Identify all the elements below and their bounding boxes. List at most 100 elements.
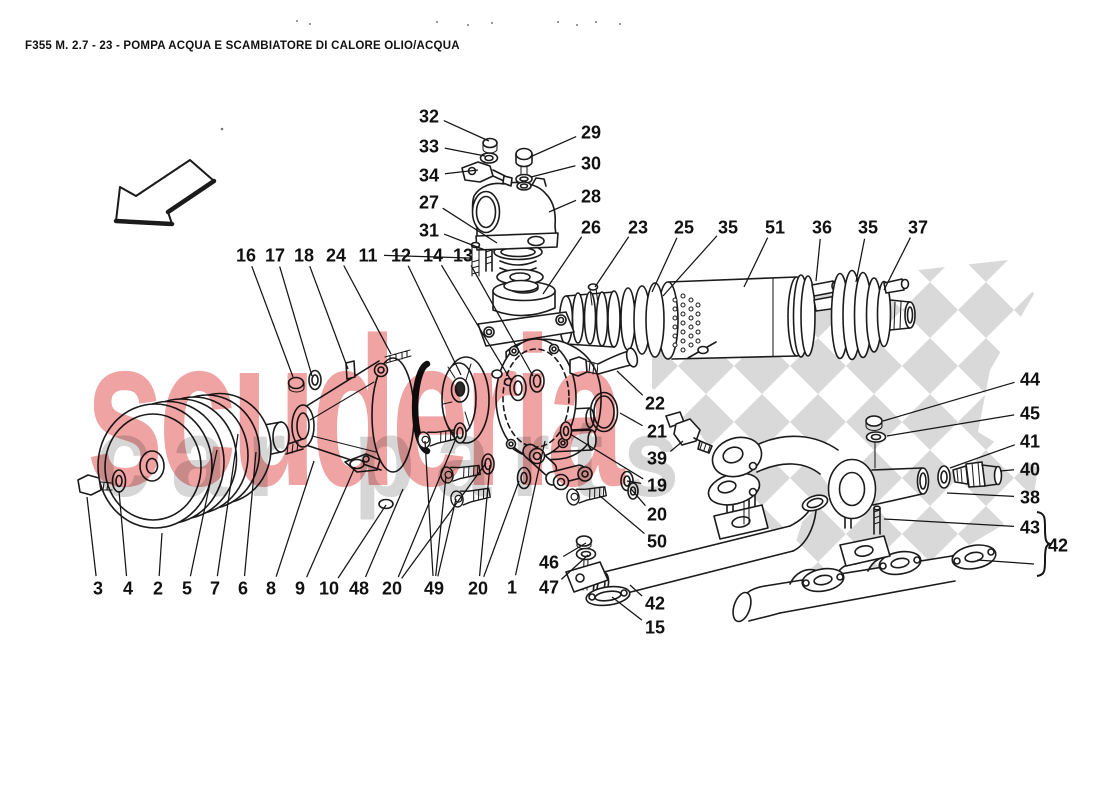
- callout-label-26: 26: [581, 218, 601, 238]
- leader-line-8: [275, 460, 315, 577]
- callout-label-35: 35: [858, 218, 878, 238]
- callout-label-31: 31: [419, 221, 439, 241]
- direction-arrow: [113, 159, 217, 227]
- leader-line-16: [251, 265, 294, 378]
- leader-line-4: [118, 490, 128, 577]
- leader-line-35: [855, 238, 866, 283]
- callout-label-40: 40: [1020, 460, 1040, 480]
- leader-line-29: [529, 135, 577, 158]
- callout-label-12: 12: [391, 246, 411, 266]
- callout-label-46: 46: [539, 553, 559, 573]
- callout-label-37: 37: [908, 218, 928, 238]
- studs-and-washers: [287, 241, 481, 393]
- callout-label-27: 27: [419, 193, 439, 213]
- pulley-assembly: [77, 392, 272, 529]
- callout-label-7: 7: [210, 579, 220, 599]
- callout-label-19: 19: [647, 476, 667, 496]
- leader-line-28: [548, 199, 577, 213]
- callout-label-21: 21: [647, 422, 667, 442]
- callout-label-47: 47: [539, 578, 559, 598]
- page-title: F355 M. 2.7 - 23 - POMPA ACQUA E SCAMBIA…: [25, 40, 460, 52]
- leader-line-20: [478, 464, 491, 577]
- leader-line-17: [279, 266, 313, 377]
- leader-line-5: [189, 449, 218, 577]
- sleeve-ring: [645, 282, 665, 358]
- leader-line-27: [442, 207, 498, 244]
- leader-line-44: [882, 381, 1015, 422]
- group-bracket-42: [1036, 511, 1052, 577]
- leader-line-21: [619, 412, 643, 427]
- scan-specks: [220, 20, 621, 131]
- leader-line-11: [383, 254, 471, 259]
- callout-label-49: 49: [424, 579, 444, 599]
- leader-line-2: [158, 532, 163, 577]
- pump-front-cover: [291, 357, 431, 510]
- leader-line-35: [662, 235, 718, 297]
- callout-label-17: 17: [265, 246, 285, 266]
- o-ring: [589, 391, 619, 433]
- callout-label-41: 41: [1020, 432, 1040, 452]
- callout-label-15: 15: [645, 618, 665, 638]
- leader-line-42: [976, 559, 1035, 565]
- callout-label-18: 18: [294, 246, 314, 266]
- callout-label-20: 20: [382, 579, 402, 599]
- leader-line-13: [470, 265, 534, 377]
- leader-line-39: [669, 440, 684, 452]
- callout-label-39: 39: [647, 449, 667, 469]
- callout-label-35: 35: [718, 218, 738, 238]
- leader-line-24: [343, 265, 392, 355]
- leader-line-49: [424, 440, 434, 577]
- leader-line-19: [569, 433, 644, 480]
- water-manifold-pipe-lower: [732, 499, 997, 623]
- heat-exchanger: [645, 269, 916, 361]
- callout-label-48: 48: [349, 579, 369, 599]
- leader-line-23: [594, 236, 630, 288]
- leader-line-49: [437, 498, 457, 577]
- leader-line-1: [514, 440, 546, 576]
- leader-line-26: [542, 236, 583, 295]
- elbow-fitting: [569, 347, 639, 377]
- leader-line-20: [630, 488, 646, 507]
- callout-label-1: 1: [507, 578, 517, 598]
- leader-line-20: [397, 435, 458, 578]
- leader-line-6: [243, 451, 257, 577]
- callout-label-30: 30: [581, 154, 601, 174]
- thermostat-housing-group: [461, 137, 559, 293]
- leader-line-43: [883, 518, 1015, 527]
- leader-line-19: [626, 480, 642, 485]
- callout-label-29: 29: [581, 123, 601, 143]
- callout-label-8: 8: [266, 579, 276, 599]
- callout-label-3: 3: [93, 579, 103, 599]
- leader-line-15: [611, 596, 643, 621]
- leader-line-22: [616, 370, 644, 396]
- callout-label-13: 13: [453, 246, 473, 266]
- callout-label-45: 45: [1020, 404, 1040, 424]
- leader-line-40: [999, 469, 1015, 472]
- callout-label-36: 36: [812, 218, 832, 238]
- callout-label-28: 28: [581, 187, 601, 207]
- leader-line-31: [443, 233, 486, 251]
- leader-line-30: [530, 165, 576, 178]
- callout-label-5: 5: [182, 579, 192, 599]
- callout-label-22: 22: [645, 394, 665, 414]
- callout-label-51: 51: [765, 218, 785, 238]
- pulley-bolt: [77, 474, 102, 496]
- callout-label-23: 23: [628, 218, 648, 238]
- hose-bellows: [558, 285, 651, 355]
- leader-line-25: [651, 237, 678, 293]
- impeller-seals: [441, 356, 545, 444]
- callout-label-25: 25: [674, 218, 694, 238]
- leader-line-38: [946, 492, 1015, 498]
- leader-line-20: [483, 480, 520, 578]
- leader-line-32: [443, 120, 490, 142]
- leader-line-49: [435, 475, 447, 577]
- leader-line-37: [883, 237, 911, 291]
- leader-line-47: [560, 554, 589, 580]
- callout-label-11: 11: [358, 246, 377, 266]
- callout-label-16: 16: [236, 246, 256, 266]
- callout-label-33: 33: [419, 137, 439, 157]
- leader-line-18: [309, 265, 349, 370]
- callout-label-4: 4: [123, 579, 133, 599]
